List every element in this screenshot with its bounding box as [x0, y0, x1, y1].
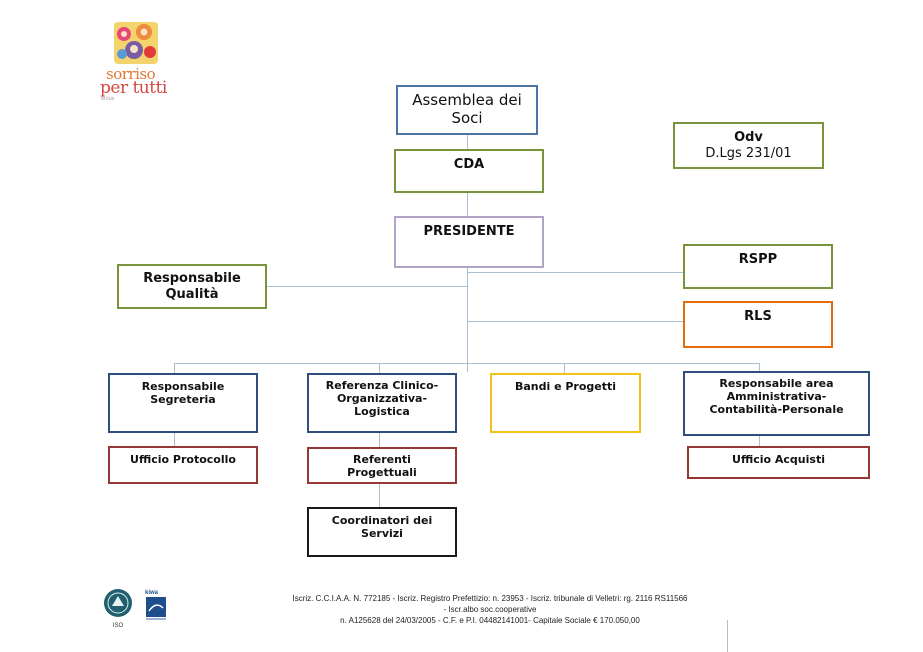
connector-referenti-coordinatori [379, 483, 380, 508]
node-label: RLS [744, 309, 772, 324]
node-label: Assemblea dei Soci [412, 91, 522, 127]
connector-assemblea-cda [467, 134, 468, 150]
node-label: Coordinatori dei Servizi [331, 514, 433, 541]
node-label: PRESIDENTE [423, 224, 515, 239]
sorriso-per-tutti-logo: sorriso per tutti onlus [100, 20, 178, 102]
connector-presidente-trunk [467, 267, 468, 372]
kiwa-badge: kiwa [145, 590, 167, 624]
node-presidente: PRESIDENTE [394, 216, 544, 268]
connector-amministrativa [759, 363, 760, 372]
node-label: Responsabile area Amministrativa-Contabi… [709, 377, 844, 417]
node-ufficio-protocollo: Ufficio Protocollo [108, 446, 258, 484]
logo-text-onlus: onlus [101, 96, 115, 102]
logo-text-per-tutti: per tutti [100, 78, 167, 98]
badge-iso-label: ISO [112, 623, 124, 629]
connector-cda-presidente [467, 192, 468, 217]
footer-registration-line-3: n. A125628 del 24/03/2005 - C.F. e P.I. … [340, 616, 640, 625]
node-odv-title: Odv [734, 130, 763, 145]
decorative-vertical-line [727, 620, 728, 652]
node-referenti-progettuali: Referenti Progettuali [307, 447, 457, 484]
node-rspp: RSPP [683, 244, 833, 289]
connector-referenza-referenti [379, 432, 380, 448]
connector-rspp [467, 272, 684, 273]
connector-segreteria-protocollo [174, 432, 175, 447]
node-label: Responsabile Qualità [143, 271, 241, 302]
connector-rls [467, 321, 684, 322]
node-label: Referenza Clinico-Organizzativa-Logistic… [325, 379, 439, 419]
node-label: CDA [453, 157, 485, 172]
connector-referenza [379, 363, 380, 374]
node-label: Responsabile Segreteria [141, 380, 225, 407]
connector-amministrativa-acquisti [759, 435, 760, 447]
node-responsabile-amministrativa: Responsabile area Amministrativa-Contabi… [683, 371, 870, 436]
node-rls: RLS [683, 301, 833, 348]
node-ufficio-acquisti: Ufficio Acquisti [687, 446, 870, 479]
footer-registration-line-2: - Iscr.albo soc.cooperative [443, 605, 537, 614]
node-label: Referenti Progettuali [347, 453, 417, 480]
node-label: Ufficio Acquisti [732, 453, 825, 466]
connector-horizontal-bus [174, 363, 760, 364]
node-label: Ufficio Protocollo [130, 453, 236, 466]
node-assemblea-dei-soci: Assemblea dei Soci [396, 85, 538, 135]
node-coordinatori-dei-servizi: Coordinatori dei Servizi [307, 507, 457, 557]
connector-qualita [266, 286, 468, 287]
footer-registration-line-1: Iscriz. C.C.I.A.A. N. 772185 - Iscriz. R… [292, 594, 688, 603]
node-label: Bandi e Progetti [514, 380, 617, 393]
node-responsabile-qualita: Responsabile Qualità [117, 264, 267, 309]
accredia-badge: ISO [103, 588, 133, 629]
connector-bandi [564, 363, 565, 374]
connector-segreteria [174, 363, 175, 374]
node-bandi-e-progetti: Bandi e Progetti [490, 373, 641, 433]
logo-artwork [114, 22, 158, 64]
node-cda: CDA [394, 149, 544, 193]
badge-kiwa-label: kiwa [145, 590, 159, 596]
node-referenza-clinico: Referenza Clinico-Organizzativa-Logistic… [307, 373, 457, 433]
node-odv-subtitle: D.Lgs 231/01 [705, 145, 792, 161]
logo-text-sorriso: sorriso [106, 65, 156, 83]
node-odv: Odv D.Lgs 231/01 [673, 122, 824, 169]
node-label: RSPP [738, 252, 778, 267]
node-responsabile-segreteria: Responsabile Segreteria [108, 373, 258, 433]
